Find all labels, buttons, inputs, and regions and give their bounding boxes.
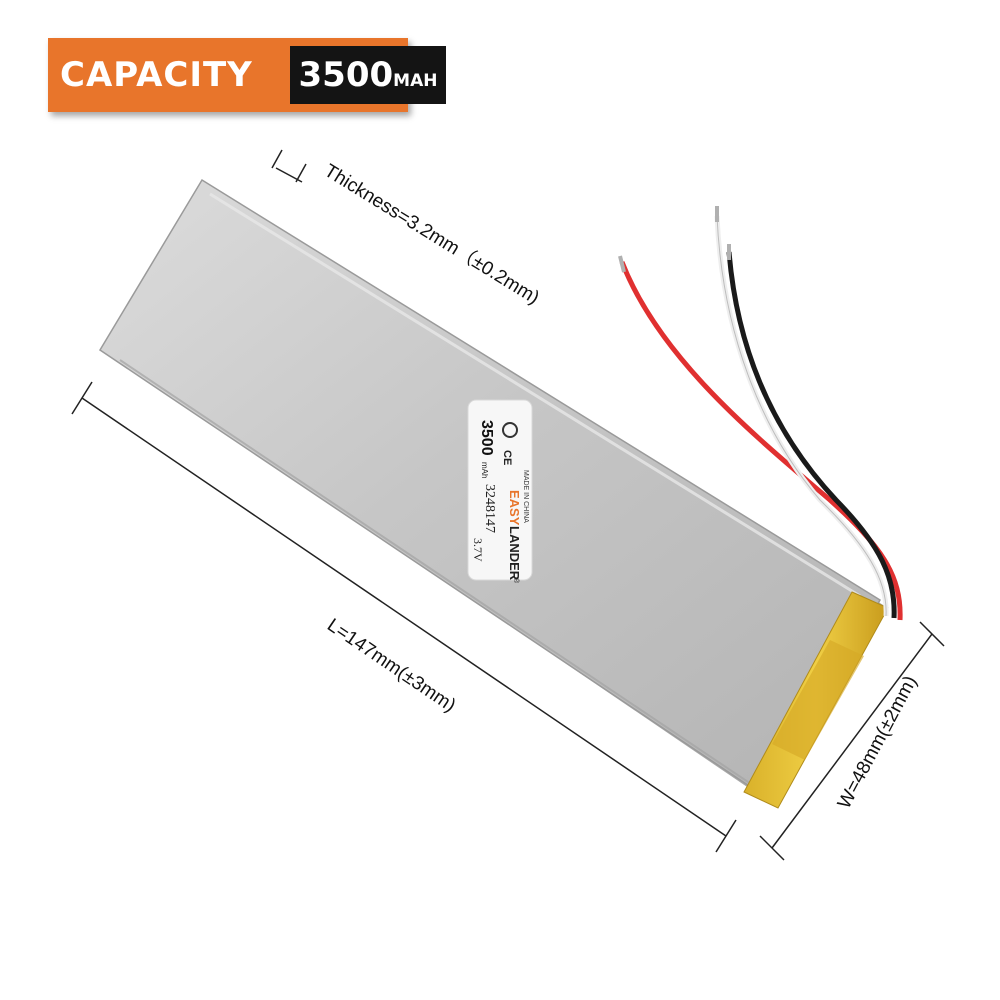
terminal-tape xyxy=(743,591,889,809)
thickness-line xyxy=(275,167,303,183)
recycle-icon xyxy=(502,422,518,438)
battery-label: CE MADE IN CHINA EASY LANDER ® 3248147 3… xyxy=(467,399,533,584)
model-number: 3248147 xyxy=(482,484,497,533)
width-dimension-line xyxy=(759,621,945,861)
ce-mark: CE xyxy=(501,450,513,465)
wires xyxy=(618,206,903,621)
capacity-label: CAPACITY xyxy=(60,55,253,95)
length-dimension-line xyxy=(71,381,737,853)
label-sticker xyxy=(467,399,533,581)
battery-highlight xyxy=(209,192,861,598)
capacity-badge: CAPACITY 3500MAH xyxy=(48,38,446,112)
white-wire-outline xyxy=(716,215,887,617)
length-tick-start xyxy=(71,381,93,415)
brand-easy: EASY xyxy=(507,490,522,526)
voltage-text: 3.7V xyxy=(471,538,485,562)
capacity-value: 3500 xyxy=(298,55,394,95)
length-dimension: L=147mm(±3mm) xyxy=(323,615,459,717)
width-tick-start xyxy=(919,621,945,647)
brand-lander: LANDER xyxy=(507,526,522,581)
battery-lower-fold xyxy=(119,359,761,791)
registered-mark: ® xyxy=(512,578,520,584)
label-capacity: 3500 xyxy=(478,420,495,456)
thickness-tick-2 xyxy=(295,163,307,183)
capacity-value-box: 3500MAH xyxy=(290,46,446,104)
thickness-tick-1 xyxy=(271,149,283,169)
length-tick-end xyxy=(715,819,737,853)
width-tick-end xyxy=(759,835,785,861)
black-wire xyxy=(726,251,897,619)
label-capacity-unit: mAh xyxy=(480,462,489,478)
red-wire-tip xyxy=(618,255,626,273)
pcb-board xyxy=(772,640,864,760)
made-in-text: MADE IN CHINA xyxy=(522,470,529,523)
length-line xyxy=(81,397,727,837)
thickness-bracket xyxy=(271,149,307,183)
width-line xyxy=(771,633,933,849)
width-dimension: W=48mm(±2mm) xyxy=(834,673,922,813)
capacity-unit: MAH xyxy=(393,71,438,91)
